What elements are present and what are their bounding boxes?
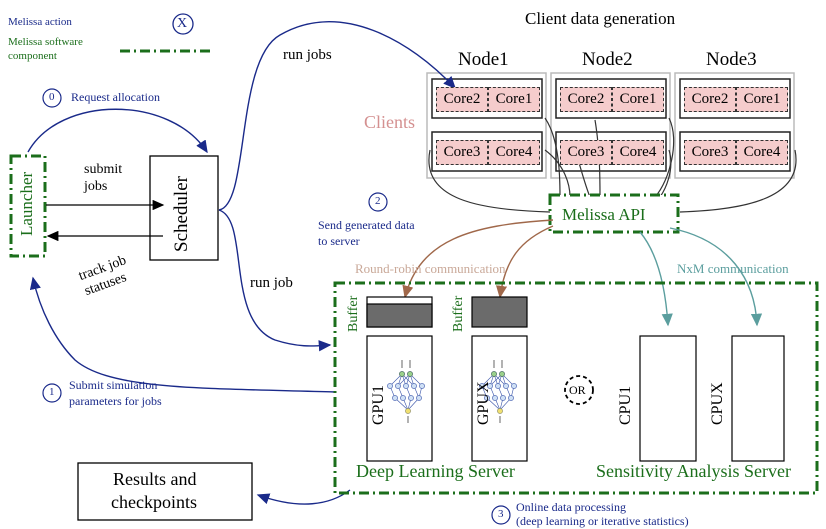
launcher-box bbox=[9, 154, 47, 258]
step-0-circle bbox=[42, 88, 62, 108]
buffer-2-label: Buffer bbox=[451, 295, 466, 332]
round-robin-label: Round-robin communication bbox=[355, 261, 506, 276]
node3-group-bottom bbox=[679, 131, 791, 172]
node2-core4: Core4 bbox=[612, 140, 664, 165]
melissa-api-label: Melissa API bbox=[562, 205, 646, 224]
run-job-arrow bbox=[218, 209, 332, 352]
legend-action-label: Melissa action bbox=[8, 16, 72, 28]
step-1-num: 1 bbox=[49, 386, 55, 398]
request-allocation-arrow bbox=[27, 108, 208, 154]
results-label-2: checkpoints bbox=[111, 492, 197, 512]
node3-core3: Core3 bbox=[684, 140, 736, 165]
round-robin-arrow-1 bbox=[402, 219, 554, 299]
cpu1-label: CPU1 bbox=[617, 385, 634, 425]
submit-params-arrow bbox=[29, 276, 336, 393]
launcher-label: Launcher bbox=[17, 171, 36, 236]
node1-core3: Core3 bbox=[436, 140, 488, 165]
buffer-2-box bbox=[471, 296, 528, 328]
step-0-text: Request allocation bbox=[71, 90, 160, 104]
node2-label: Node2 bbox=[582, 49, 633, 70]
or-label: OR bbox=[569, 383, 586, 397]
nn-icon-gpux bbox=[479, 360, 517, 423]
legend-component-label-1: Melissa software bbox=[8, 36, 83, 48]
legend-action-circle bbox=[172, 13, 194, 35]
gpux-label: GPUX bbox=[475, 381, 492, 425]
node2-core2: Core2 bbox=[560, 87, 612, 112]
run-job-label: run job bbox=[250, 275, 293, 291]
step-3-circle bbox=[491, 505, 511, 525]
node2-group-top bbox=[555, 78, 667, 119]
or-circle bbox=[564, 375, 594, 405]
cpux-label: CPUX bbox=[709, 382, 726, 425]
diagram-title: Client data generation bbox=[525, 9, 676, 28]
node3-core4: Core4 bbox=[736, 140, 788, 165]
buffer-1-label: Buffer bbox=[346, 295, 361, 332]
node2-core1: Core1 bbox=[612, 87, 664, 112]
step-2-text-1: Send generated data bbox=[318, 218, 415, 232]
step-2-circle bbox=[368, 192, 388, 212]
node1-core2: Core2 bbox=[436, 87, 488, 112]
server-region bbox=[333, 281, 819, 495]
legend-action-marker: X bbox=[177, 16, 188, 31]
legend-component-label-2: component bbox=[8, 50, 57, 62]
buffer-1-fill bbox=[366, 303, 433, 328]
node1-core4: Core4 bbox=[488, 140, 540, 165]
step-3-text-2: (deep learning or iterative statistics) bbox=[516, 514, 689, 528]
scheduler-label: Scheduler bbox=[171, 176, 192, 252]
node1-core1: Core1 bbox=[488, 87, 540, 112]
run-jobs-label: run jobs bbox=[283, 47, 332, 63]
run-jobs-arrow bbox=[218, 21, 456, 211]
node3-core1: Core1 bbox=[736, 87, 788, 112]
node2-core3: Core3 bbox=[560, 140, 612, 165]
melissa-api-box bbox=[548, 193, 680, 234]
gpux-box bbox=[471, 335, 528, 462]
step-3-num: 3 bbox=[498, 508, 504, 520]
node1-group-top bbox=[431, 78, 543, 119]
step-0-num: 0 bbox=[49, 91, 55, 103]
clients-label: Clients bbox=[364, 112, 416, 132]
nxm-arrow-2 bbox=[669, 227, 763, 327]
step-1-text-1: Submit simulation bbox=[69, 378, 158, 392]
nxm-label: NxM communication bbox=[677, 261, 789, 276]
cpu1-box bbox=[639, 335, 697, 462]
node2-group-bottom bbox=[555, 131, 667, 172]
submit-jobs-label-1: submit bbox=[84, 162, 123, 177]
step-2-text-2: to server bbox=[318, 234, 360, 248]
node1-group-bottom bbox=[431, 131, 543, 172]
nn-icon-gpu1 bbox=[387, 360, 425, 423]
results-box bbox=[77, 462, 253, 521]
step-3-text-1: Online data processing bbox=[516, 500, 626, 514]
results-label-1: Results and bbox=[113, 469, 197, 489]
step-1-circle bbox=[42, 383, 62, 403]
submit-jobs-label-2: jobs bbox=[84, 179, 108, 194]
nxm-arrow-1 bbox=[639, 231, 673, 327]
step-1-text-2: parameters for jobs bbox=[69, 394, 162, 408]
node3-label: Node3 bbox=[706, 49, 757, 70]
node1-label: Node1 bbox=[458, 49, 509, 70]
node3-core2: Core2 bbox=[684, 87, 736, 112]
sensitivity-server-label: Sensitivity Analysis Server bbox=[596, 461, 791, 481]
round-robin-arrow-2 bbox=[495, 225, 554, 299]
gpu1-label: GPU1 bbox=[370, 384, 387, 425]
cpux-box bbox=[731, 335, 785, 462]
step-2-num: 2 bbox=[375, 195, 381, 207]
deep-learning-server-label: Deep Learning Server bbox=[356, 461, 515, 481]
node3-group-top bbox=[679, 78, 791, 119]
